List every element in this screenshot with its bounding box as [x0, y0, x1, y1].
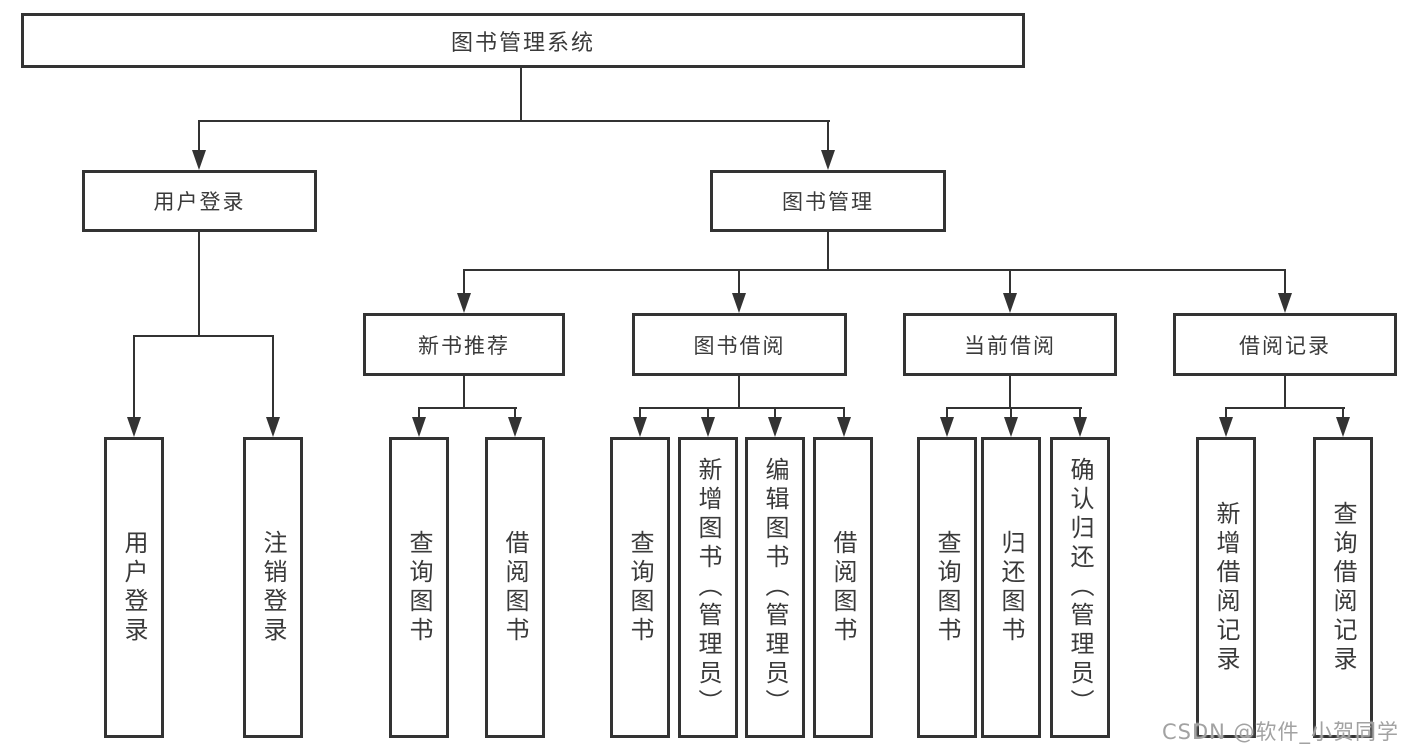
connector-userlogin-vline [198, 232, 200, 337]
leaf-borrow-query-books-label: 查询图书 [626, 529, 654, 646]
connector-borrow-drop1 [639, 407, 641, 421]
connector-records-vline [1284, 376, 1286, 409]
connector-records-drop1 [1225, 407, 1227, 421]
leaf-borrow-query-books: 查询图书 [610, 437, 670, 738]
arrow-to-current-return-icon [1004, 417, 1018, 437]
connector-records-hline [1225, 407, 1345, 409]
connector-borrow-vline [738, 376, 740, 409]
connector-root-drop-right [827, 120, 829, 154]
arrow-to-borrow-query-icon [633, 417, 647, 437]
connector-borrow-drop4 [843, 407, 845, 421]
arrow-to-borrow-edit-icon [768, 417, 782, 437]
leaf-borrow-edit-books-admin: 编辑图书（管理员） [745, 437, 805, 738]
leaf-borrow-borrow-books: 借阅图书 [813, 437, 873, 738]
connector-current-vline [1009, 376, 1011, 409]
leaf-records-add-record: 新增借阅记录 [1196, 437, 1256, 738]
node-book-borrow: 图书借阅 [632, 313, 847, 376]
leaf-current-return-books: 归还图书 [981, 437, 1041, 738]
node-user-login: 用户登录 [82, 170, 317, 232]
arrow-to-records-add-icon [1219, 417, 1233, 437]
leaf-records-add-record-label: 新增借阅记录 [1212, 500, 1240, 675]
arrow-to-new-book-recommend-icon [457, 293, 471, 313]
arrow-to-book-borrow-icon [732, 293, 746, 313]
node-current-borrow: 当前借阅 [903, 313, 1117, 376]
connector-userlogin-drop2 [272, 335, 274, 419]
csdn-watermark: CSDN @软件_小贺同学 [1162, 720, 1400, 744]
arrow-to-borrow-add-icon [701, 417, 715, 437]
arrow-to-borrow-records-icon [1278, 293, 1292, 313]
leaf-current-return-books-label: 归还图书 [997, 529, 1025, 646]
arrow-to-borrow-borrow-icon [837, 417, 851, 437]
connector-bookmgmt-drop4 [1284, 269, 1286, 297]
leaf-records-query-record-label: 查询借阅记录 [1329, 500, 1357, 675]
connector-borrow-drop2 [707, 407, 709, 421]
connector-borrow-hline [639, 407, 845, 409]
node-root: 图书管理系统 [21, 13, 1025, 68]
leaf-current-query-books: 查询图书 [917, 437, 977, 738]
leaf-records-query-record: 查询借阅记录 [1313, 437, 1373, 738]
connector-bookmgmt-vline [827, 232, 829, 271]
node-new-book-recommend: 新书推荐 [363, 313, 565, 376]
node-book-borrow-label: 图书借阅 [693, 333, 786, 358]
node-new-book-recommend-label: 新书推荐 [418, 333, 510, 358]
node-book-management-label: 图书管理 [782, 190, 874, 214]
leaf-recommend-query-books-label: 查询图书 [405, 529, 433, 646]
leaf-user-login: 用户登录 [104, 437, 164, 738]
connector-current-drop2 [1010, 407, 1012, 421]
arrow-to-current-borrow-icon [1003, 293, 1017, 313]
node-borrow-records-label: 借阅记录 [1239, 333, 1331, 358]
arrow-to-book-management-icon [821, 150, 835, 170]
arrow-to-records-query-icon [1336, 417, 1350, 437]
connector-recommend-hline [418, 407, 517, 409]
arrow-to-recommend-query-icon [412, 417, 426, 437]
leaf-recommend-query-books: 查询图书 [389, 437, 449, 738]
leaf-borrow-add-books-admin-label: 新增图书（管理员） [694, 457, 722, 718]
connector-root-hline [198, 120, 830, 122]
leaf-borrow-add-books-admin: 新增图书（管理员） [678, 437, 738, 738]
connector-records-drop2 [1342, 407, 1344, 421]
connector-userlogin-hline [133, 335, 274, 337]
leaf-recommend-borrow-books-label: 借阅图书 [501, 529, 529, 646]
arrow-to-current-confirm-icon [1073, 417, 1087, 437]
connector-root-drop-left [198, 120, 200, 154]
connector-recommend-vline [463, 376, 465, 409]
connector-recommend-drop1 [418, 407, 420, 421]
connector-root-vline [520, 68, 522, 122]
connector-bookmgmt-drop3 [1009, 269, 1011, 297]
arrow-to-leaf-user-login-icon [127, 417, 141, 437]
node-root-label: 图书管理系统 [450, 30, 595, 56]
leaf-current-query-books-label: 查询图书 [933, 529, 961, 646]
leaf-user-login-label: 用户登录 [120, 529, 148, 646]
leaf-current-confirm-return-admin: 确认归还（管理员） [1050, 437, 1110, 738]
leaf-current-confirm-return-admin-label: 确认归还（管理员） [1066, 457, 1094, 718]
connector-borrow-drop3 [774, 407, 776, 421]
connector-bookmgmt-hline [463, 269, 1286, 271]
arrow-to-leaf-logout-icon [266, 417, 280, 437]
connector-recommend-drop2 [514, 407, 516, 421]
connector-current-drop3 [1079, 407, 1081, 421]
node-book-management: 图书管理 [710, 170, 946, 232]
leaf-recommend-borrow-books: 借阅图书 [485, 437, 545, 738]
connector-userlogin-drop1 [133, 335, 135, 419]
connector-current-drop1 [946, 407, 948, 421]
leaf-borrow-borrow-books-label: 借阅图书 [829, 529, 857, 646]
node-user-login-label: 用户登录 [153, 190, 246, 214]
leaf-logout-label: 注销登录 [259, 529, 287, 646]
connector-bookmgmt-drop1 [463, 269, 465, 297]
arrow-to-user-login-icon [192, 150, 206, 170]
node-borrow-records: 借阅记录 [1173, 313, 1397, 376]
connector-bookmgmt-drop2 [738, 269, 740, 297]
connector-current-hline [946, 407, 1082, 409]
leaf-logout: 注销登录 [243, 437, 303, 738]
leaf-borrow-edit-books-admin-label: 编辑图书（管理员） [761, 457, 789, 718]
arrow-to-recommend-borrow-icon [508, 417, 522, 437]
arrow-to-current-query-icon [940, 417, 954, 437]
node-current-borrow-label: 当前借阅 [964, 333, 1056, 358]
